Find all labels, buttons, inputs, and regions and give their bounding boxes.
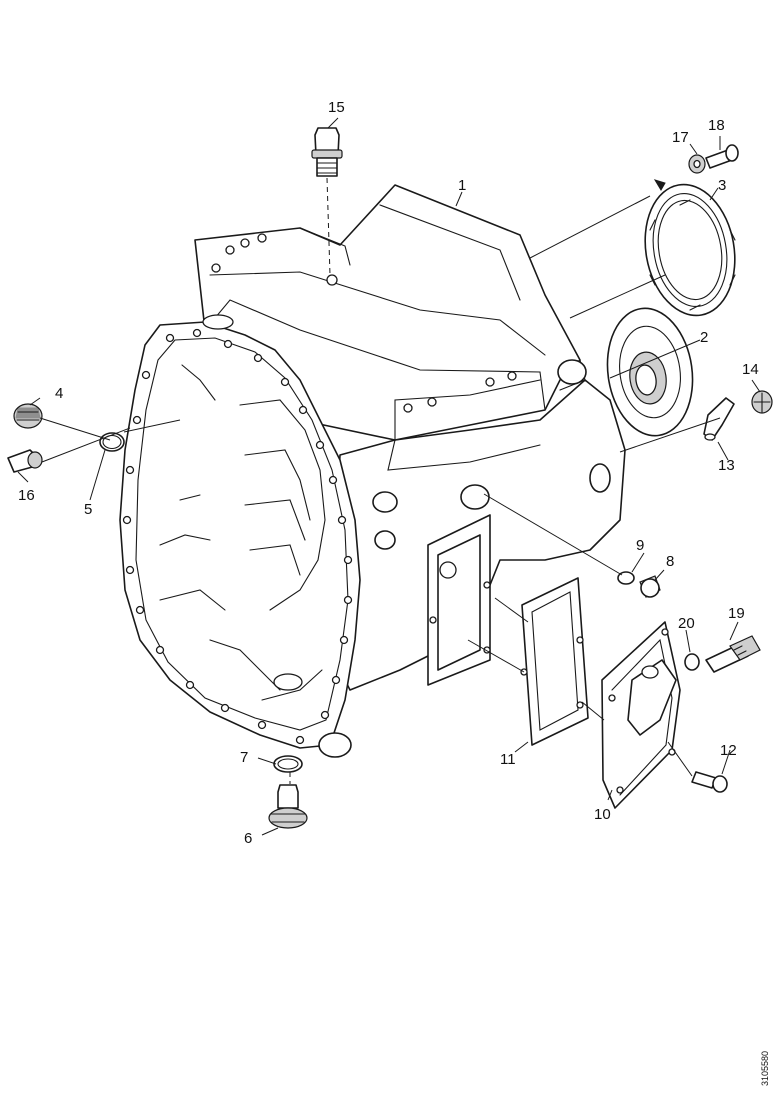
o-ring-9 <box>617 571 635 585</box>
callout-7: 7 <box>240 749 248 766</box>
washer-17 <box>688 154 706 174</box>
bolt-18 <box>705 144 739 169</box>
callout-14: 14 <box>742 361 759 378</box>
callout-18: 18 <box>708 117 725 134</box>
callout-19: 19 <box>728 605 745 622</box>
callout-4: 4 <box>55 385 63 402</box>
callout-9: 9 <box>636 537 644 554</box>
o-ring-7 <box>273 755 303 773</box>
breather-plug-15 <box>311 127 343 177</box>
plug-14 <box>751 390 773 414</box>
callout-17: 17 <box>672 129 689 146</box>
seal-ring-3 <box>644 179 736 317</box>
cover-plate-10 <box>601 621 681 809</box>
elbow-fitting-13 <box>703 397 735 441</box>
callout-1: 1 <box>458 177 466 194</box>
o-ring-20 <box>684 653 700 671</box>
callout-labels: 1 2 3 4 5 6 7 8 9 10 11 12 13 14 15 16 1… <box>18 99 759 847</box>
bolt-12 <box>691 771 728 793</box>
bell-housing <box>119 314 361 758</box>
plug-8 <box>639 575 661 598</box>
callout-20: 20 <box>678 615 695 632</box>
callout-15: 15 <box>328 99 345 116</box>
o-ring-5 <box>99 432 125 452</box>
cover-disc-2 <box>606 307 694 437</box>
callout-8: 8 <box>666 553 674 570</box>
callout-10: 10 <box>594 806 611 823</box>
leader-lines <box>17 117 761 836</box>
callout-11: 11 <box>500 751 516 768</box>
drain-plug-6 <box>268 784 308 829</box>
callout-16: 16 <box>18 487 35 504</box>
callout-6: 6 <box>244 830 252 847</box>
callout-13: 13 <box>718 457 735 474</box>
callout-5: 5 <box>84 501 92 518</box>
callout-12: 12 <box>720 742 737 759</box>
callout-2: 2 <box>700 329 708 346</box>
document-reference: 3105580 <box>760 1051 770 1086</box>
callout-3: 3 <box>718 177 726 194</box>
plug-4 <box>13 403 43 429</box>
gasket-11 <box>520 577 589 746</box>
plug-16 <box>7 449 43 473</box>
sensor-19 <box>705 635 761 673</box>
